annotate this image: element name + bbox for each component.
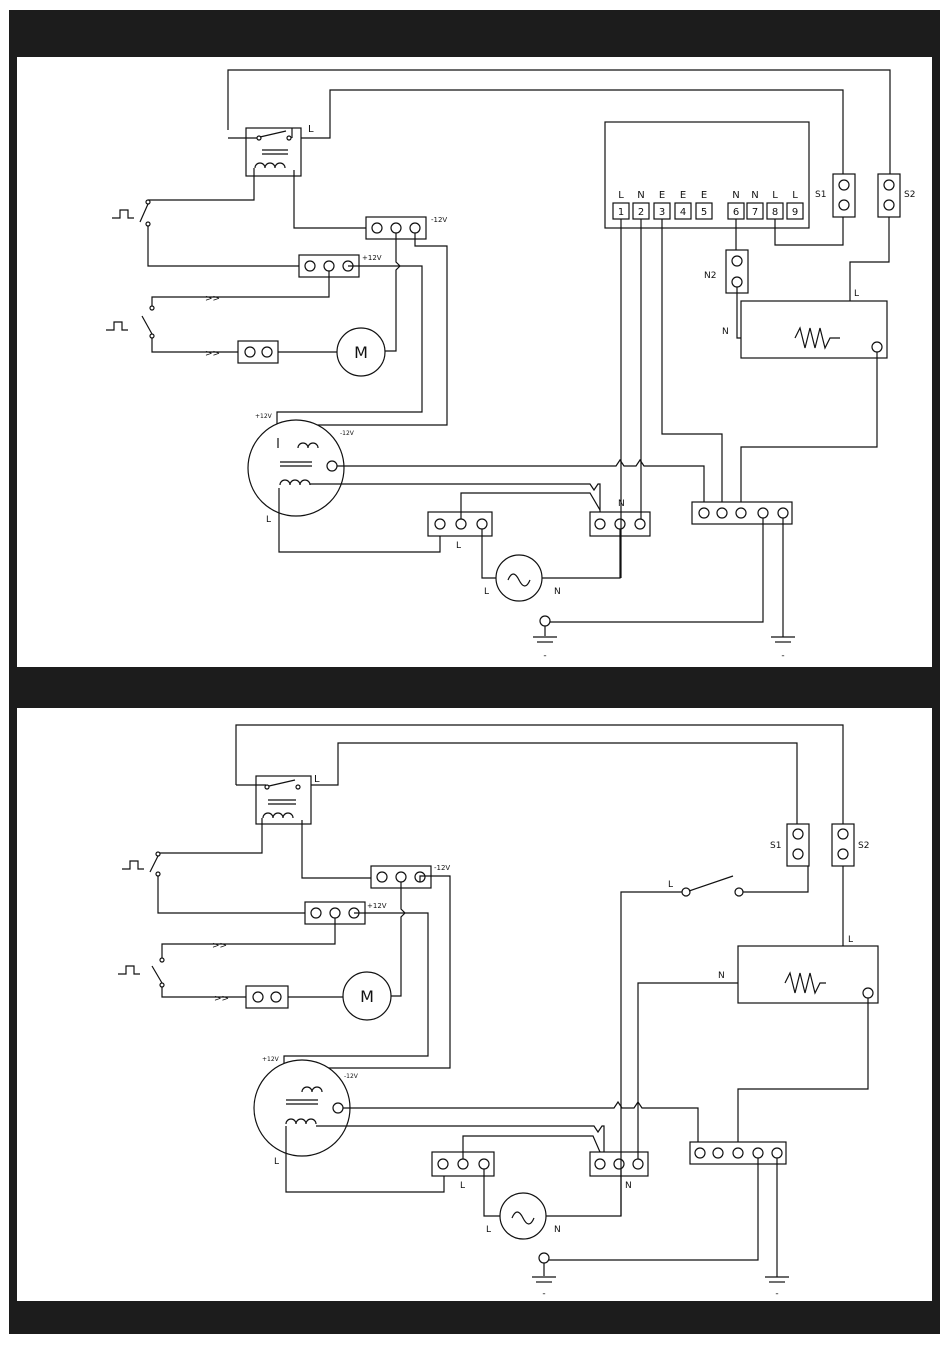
ctrl-num-1: 1	[618, 207, 624, 218]
ctrl-label-2: N	[637, 190, 644, 201]
transformer-2-l-label: L	[274, 1157, 279, 1167]
transformer-2-plus-label: +12V	[262, 1056, 280, 1063]
ctrl-label-7: N	[751, 190, 758, 201]
s2-2-label: S2	[858, 841, 869, 851]
ctrl-label-8: L	[772, 190, 778, 201]
connector-block-2	[246, 986, 288, 1008]
s1-label: S1	[815, 190, 826, 200]
heater-n-label: N	[722, 327, 729, 337]
ctrl-num-9: 9	[792, 207, 798, 218]
motor-label: M	[354, 343, 368, 362]
heater-2-n-label: N	[718, 971, 725, 981]
terminal-minus-label: -12V	[431, 216, 447, 224]
ac-source-2-icon	[500, 1193, 546, 1239]
connector-1a-icon: >>	[205, 294, 220, 304]
heater-l-label: L	[854, 289, 859, 299]
ctrl-num-6: 6	[733, 207, 739, 218]
transformer-plus-label: +12V	[255, 413, 273, 420]
ac-source-2-l-label: L	[486, 1225, 491, 1235]
ctrl-num-5: 5	[701, 207, 707, 218]
switch-l-label: L	[668, 880, 673, 890]
supply-block-n-2-label: N	[625, 1181, 632, 1191]
ctrl-num-4: 4	[680, 207, 686, 218]
ctrl-label-4: E	[680, 190, 686, 201]
supply-block-l-2-label: L	[460, 1181, 465, 1191]
s2-label: S2	[904, 190, 915, 200]
ac-source-2-n-label: N	[554, 1225, 561, 1235]
supply-block-l-label: L	[456, 541, 461, 551]
s1-2-label: S1	[770, 841, 781, 851]
ctrl-num-2: 2	[638, 207, 644, 218]
terminal-plus-label: +12V	[362, 254, 382, 262]
ctrl-num-3: 3	[659, 207, 665, 218]
ctrl-label-5: E	[701, 190, 707, 201]
relay-label: L	[308, 124, 314, 135]
ground-right-label: -	[781, 651, 784, 661]
heater-box-2	[738, 946, 878, 1003]
diagram-panel-2	[17, 708, 932, 1301]
motor-2-label: M	[360, 987, 374, 1006]
ac-source-n-label: N	[554, 587, 561, 597]
ctrl-label-3: E	[659, 190, 665, 201]
heater-box	[741, 301, 887, 358]
connector-2b-icon: >>	[214, 994, 229, 1004]
ground-left-label: -	[543, 651, 546, 661]
ground-right-2-label: -	[775, 1289, 778, 1299]
heater-2-l-label: L	[848, 935, 853, 945]
n2-label: N2	[704, 271, 716, 281]
ctrl-label-9: L	[792, 190, 798, 201]
transformer-2-minus-label: -12V	[344, 1073, 359, 1080]
ac-source-l-label: L	[484, 587, 489, 597]
terminal-plus-2-label: +12V	[367, 902, 387, 910]
ground-left-2-label: -	[542, 1289, 545, 1299]
connector-1b-icon: >>	[205, 349, 220, 359]
relay-2-label: L	[314, 774, 320, 785]
transformer-l-label: L	[266, 515, 271, 525]
ctrl-label-6: N	[732, 190, 739, 201]
ctrl-num-7: 7	[752, 207, 758, 218]
connector-2a-icon: >>	[212, 941, 227, 951]
transformer-minus-label: -12V	[340, 430, 355, 437]
ac-source-icon	[496, 555, 542, 601]
ctrl-num-8: 8	[772, 207, 778, 218]
terminal-minus-2-label: -12V	[434, 864, 450, 872]
ctrl-label-1: L	[618, 190, 624, 201]
